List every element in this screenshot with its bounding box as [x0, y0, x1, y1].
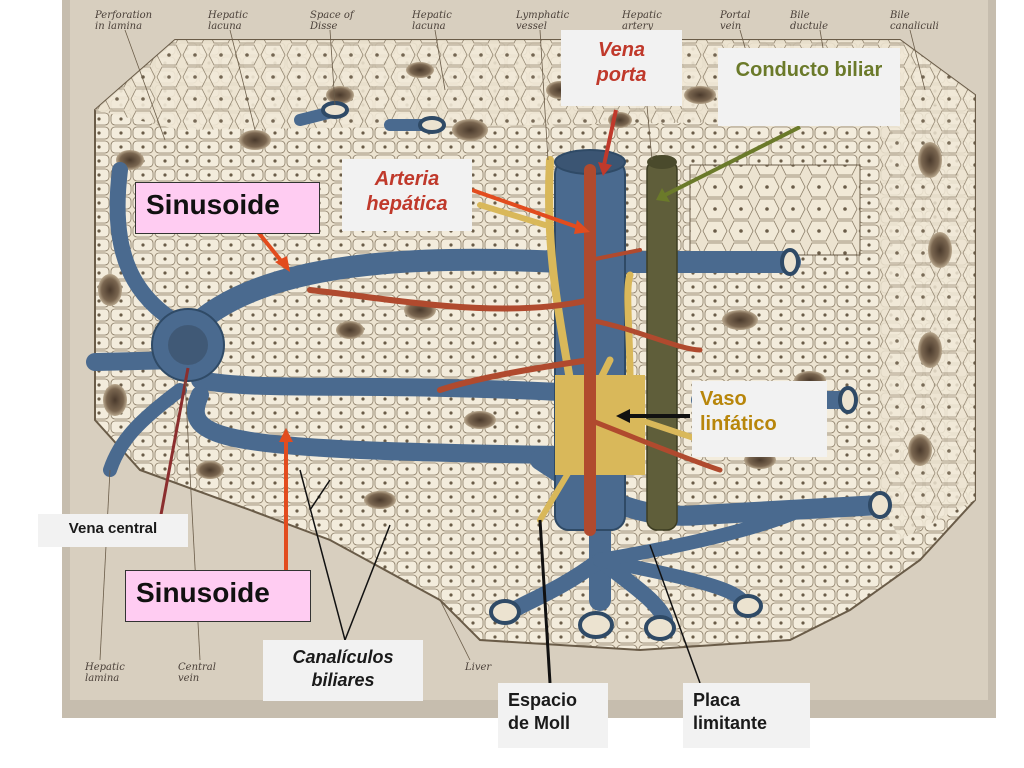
label-vena-porta: Vena porta [561, 30, 682, 106]
orig-label-hepatic-lacuna: Hepatic lacuna [208, 10, 248, 32]
sinusoids [86, 104, 890, 628]
label-vena-central: Vena central [38, 514, 188, 547]
hex-cell-block [689, 164, 861, 256]
orig-label-central-vein: Central vein [178, 662, 216, 684]
label-arteria-hepatica: Arteria hepática [342, 159, 472, 231]
label-sinusoide-top: Sinusoide [135, 182, 320, 234]
orig-label-liver: Liver [465, 662, 492, 673]
tissue-right-face [880, 95, 975, 540]
label-placa-limitante: Placa limitante [683, 683, 810, 748]
label-vaso-linfatico: Vaso linfático [692, 381, 827, 457]
orig-label-hepatic-lamina: Hepatic lamina [85, 662, 125, 684]
orig-label-hepatic-lacuna-2: Hepatic lacuna [412, 10, 452, 32]
orig-label-perforation: Perforation in lamina [95, 10, 153, 32]
label-canaliculos-biliares: Canalículos biliares [263, 640, 423, 701]
vessel-openings [321, 101, 892, 641]
orig-label-hepatic-artery: Hepatic artery [622, 10, 662, 32]
hepatic-artery-branches [307, 164, 723, 536]
orig-label-space-of-disse: Space of Disse [310, 10, 354, 32]
label-conducto-biliar: Conducto biliar [718, 48, 900, 126]
label-sinusoide-bottom: Sinusoide [125, 570, 311, 622]
label-espacio-de-moll: Espacio de Moll [498, 683, 608, 748]
orig-label-portal-vein: Portal vein [720, 10, 751, 32]
orig-label-lymphatic-vessel: Lymphatic vessel [516, 10, 570, 32]
annotation-lines [158, 109, 801, 684]
orig-label-bile-ductule: Bile ductule [790, 10, 829, 32]
orig-label-bile-canaliculi: Bile canaliculi [890, 10, 939, 32]
